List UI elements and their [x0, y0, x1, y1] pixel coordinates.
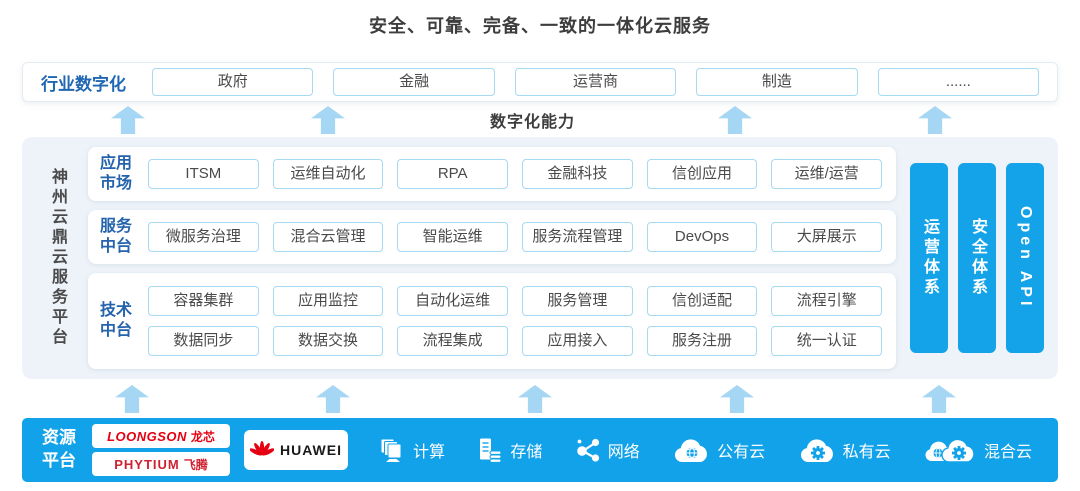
- public-cloud-icon: [675, 439, 708, 463]
- up-arrow-icon: [718, 106, 752, 134]
- layer-label: 技术中台: [100, 302, 133, 339]
- chip-data-exchange: 数据交换: [272, 326, 384, 356]
- chip-app-monitoring: 应用监控: [272, 286, 384, 316]
- layer-service-platform: 服务中台 微服务治理 混合云管理 智能运维 服务流程管理 DevOps 大屏展示: [88, 210, 896, 264]
- chip-hybrid-cloud-mgmt: 混合云管理: [272, 222, 384, 252]
- digital-capability-label: 数字化能力: [490, 114, 576, 131]
- huawei-logo: HUAWEI: [244, 430, 348, 470]
- industry-box-manufacturing: 制造: [696, 68, 858, 96]
- up-arrow-icon: [922, 385, 956, 413]
- side-bars: 运营体系 安全体系 Open API: [910, 163, 1044, 353]
- cpu-vendor-logos: LOONGSON 龙芯 PHYTIUM 飞腾: [92, 424, 230, 476]
- side-bar-open-api: Open API: [1006, 163, 1044, 353]
- chip-itsm: ITSM: [148, 159, 259, 189]
- up-arrow-icon: [111, 106, 145, 134]
- resource-platform-bar: 资源平台 LOONGSON 龙芯 PHYTIUM 飞腾 HU: [22, 418, 1058, 482]
- chip-rpa: RPA: [397, 159, 509, 189]
- chip-process-engine: 流程引擎: [771, 286, 883, 316]
- chip-container-cluster: 容器集群: [148, 286, 259, 316]
- storage-icon: [480, 438, 502, 463]
- chip-fintech: 金融科技: [522, 159, 633, 189]
- layer-label: 应用市场: [100, 155, 133, 192]
- industry-box-finance: 金融: [333, 68, 495, 96]
- layer-tech-platform: 技术中台 容器集群 应用监控 自动化运维 服务管理 信创适配 流程引擎 数据同步…: [88, 273, 896, 369]
- resource-arrow-row: [0, 382, 1080, 414]
- huawei-flower-icon: [250, 441, 274, 456]
- chip-data-sync: 数据同步: [148, 326, 259, 356]
- chip-microservice-governance: 微服务治理: [148, 222, 259, 252]
- chip-devops: DevOps: [646, 222, 758, 252]
- chip-big-screen: 大屏展示: [771, 222, 883, 252]
- up-arrow-icon: [311, 106, 345, 134]
- industry-strip-label: 行业数字化: [41, 74, 126, 94]
- up-arrow-icon: [720, 385, 754, 413]
- industry-box-operator: 运营商: [514, 68, 677, 96]
- resource-item-private-cloud: 私有云: [798, 437, 891, 463]
- resource-item-network: 网络: [575, 437, 640, 463]
- chip-process-integration: 流程集成: [397, 326, 509, 356]
- chip-service-mgmt: 服务管理: [522, 286, 633, 316]
- chip-automated-ops: 自动化运维: [397, 286, 509, 316]
- private-cloud-icon: [800, 439, 833, 463]
- page-title: 安全、可靠、完备、一致的一体化云服务: [369, 16, 711, 36]
- up-arrow-icon: [115, 385, 149, 413]
- layer-label: 服务中台: [100, 218, 133, 255]
- platform-layers: 应用市场 ITSM 运维自动化 RPA 金融科技 信创应用 运维/运营 服务中台: [88, 147, 896, 369]
- platform-name: 神州云鼎云服务平台: [49, 168, 66, 348]
- side-bar-operation-system: 运营体系: [910, 163, 948, 353]
- resource-platform-label: 资源平台: [42, 428, 76, 470]
- chip-unified-auth: 统一认证: [771, 326, 883, 356]
- resource-item-storage: 存储: [477, 437, 542, 463]
- compute-icon: [380, 438, 402, 462]
- resource-item-compute: 计算: [378, 437, 445, 463]
- layer-app-market: 应用市场 ITSM 运维自动化 RPA 金融科技 信创应用 运维/运营: [88, 147, 896, 201]
- cloud-platform-panel: 神州云鼎云服务平台 应用市场 ITSM 运维自动化 RPA 金融科技 信创应用 …: [22, 137, 1058, 379]
- resource-item-public-cloud: 公有云: [672, 437, 765, 463]
- industry-box-ellipsis: ......: [877, 68, 1040, 96]
- up-arrow-icon: [518, 385, 552, 413]
- chip-service-process-mgmt: 服务流程管理: [522, 222, 633, 252]
- resource-item-hybrid-cloud: 混合云: [923, 437, 1032, 463]
- side-bar-security-system: 安全体系: [958, 163, 996, 353]
- chip-xinchuang-adapt: 信创适配: [646, 286, 758, 316]
- industry-box-government: 政府: [152, 68, 314, 96]
- hybrid-cloud-icon: [925, 438, 975, 463]
- chip-intelligent-ops: 智能运维: [397, 222, 509, 252]
- capability-arrow-row: 数字化能力: [0, 104, 1080, 136]
- loongson-logo: LOONGSON 龙芯: [92, 424, 230, 448]
- network-icon: [576, 438, 599, 462]
- resource-items: 计算 存储: [362, 437, 1038, 463]
- chip-service-registry: 服务注册: [646, 326, 758, 356]
- phytium-logo: PHYTIUM 飞腾: [92, 452, 230, 476]
- industry-strip: 行业数字化 政府 金融 运营商 制造 ......: [22, 62, 1058, 102]
- chip-app-access: 应用接入: [522, 326, 633, 356]
- chip-xinchuang-app: 信创应用: [646, 159, 758, 189]
- chip-ops-operation: 运维/运营: [771, 159, 883, 189]
- chip-ops-automation: 运维自动化: [272, 159, 384, 189]
- up-arrow-icon: [316, 385, 350, 413]
- up-arrow-icon: [918, 106, 952, 134]
